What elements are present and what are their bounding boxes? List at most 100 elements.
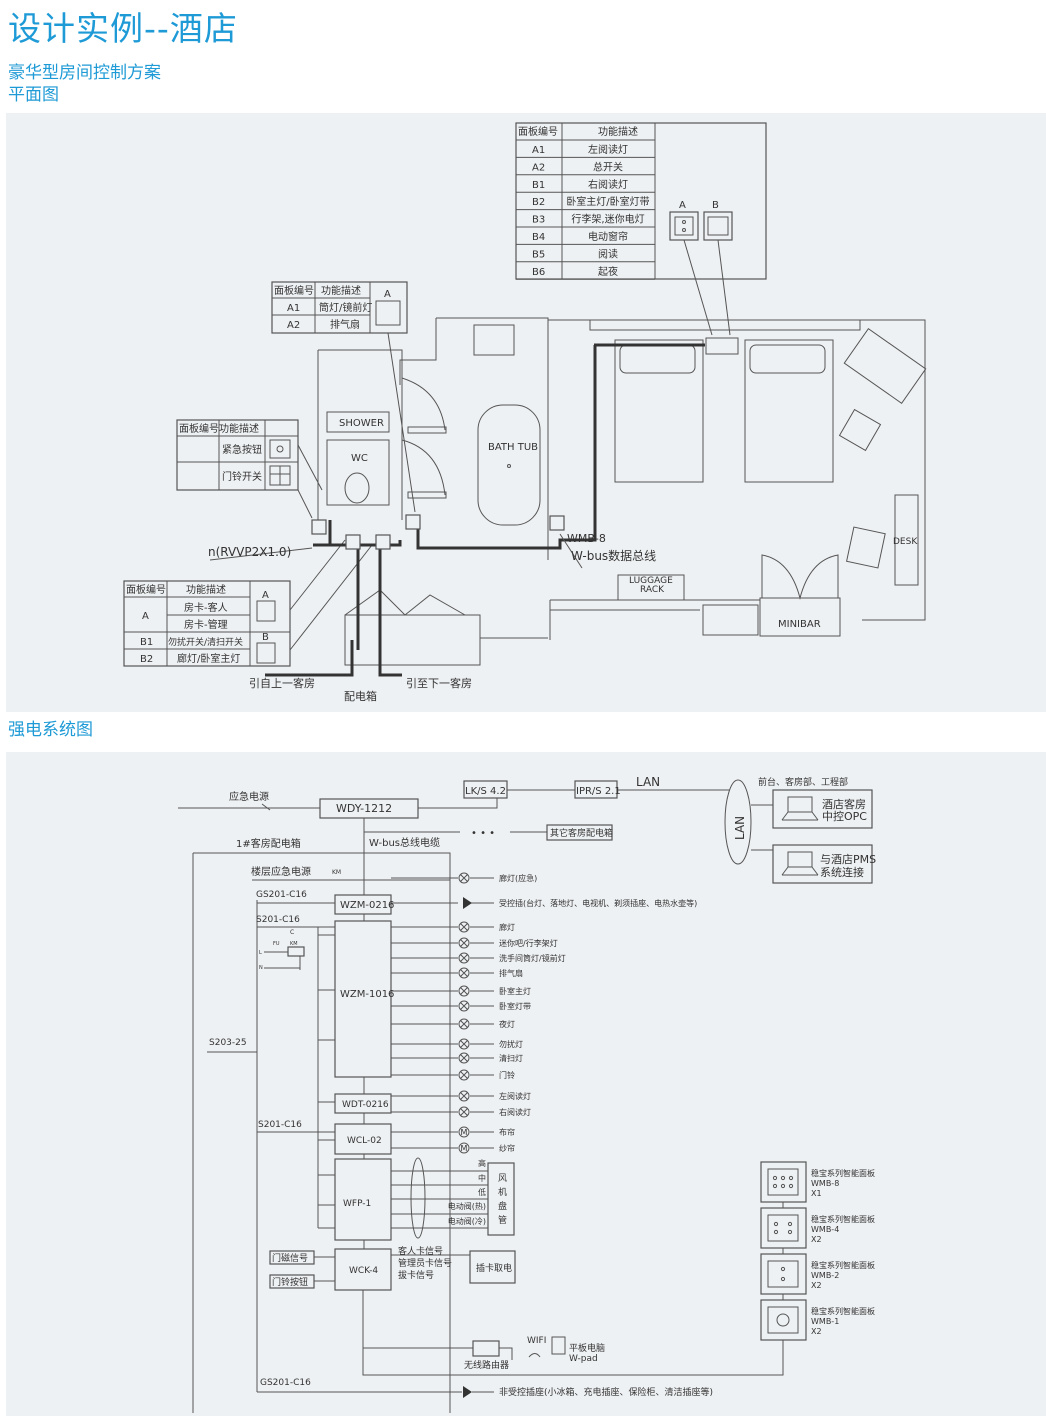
cell-function: 行李架,迷你电灯	[571, 213, 644, 226]
lamp-icon	[458, 921, 470, 933]
load-label: 左阅读灯	[499, 1091, 531, 1101]
module-lks: LK/S 4.2	[465, 786, 506, 797]
admin-card-signal: 管理员卡信号	[398, 1257, 452, 1269]
cell: 门铃开关	[222, 470, 262, 483]
load-label: 布帘	[499, 1127, 515, 1137]
load-label: 排气扇	[499, 968, 523, 978]
panel-dot	[780, 1175, 786, 1181]
cable-label: n(RVVP2X1.0)	[208, 545, 291, 559]
panel-model: WMB-2	[811, 1271, 839, 1280]
motor-icon	[458, 1126, 470, 1138]
wifi-label: WIFI	[527, 1336, 546, 1346]
panel-qty: X2	[811, 1281, 822, 1290]
header-panel-no: 面板编号	[126, 583, 166, 596]
cell: B1	[140, 637, 153, 648]
module-wdt-0216: WDT-0216	[342, 1100, 389, 1110]
subtitle-floorplan: 平面图	[8, 85, 59, 105]
module-wdy-1212: WDY-1212	[336, 802, 392, 815]
km2-label: KM	[290, 941, 298, 947]
breaker-s201-1: S201-C16	[256, 915, 300, 925]
panel-a-label: A	[679, 200, 686, 211]
load-label: 右阅读灯	[499, 1107, 531, 1117]
load-label: 勿扰灯	[499, 1039, 523, 1049]
panel-a-label: A	[384, 289, 391, 300]
cell-function: 卧室主灯/卧室灯带	[566, 195, 649, 208]
emergency-power-label: 应急电源	[229, 790, 269, 803]
panel-wmb-2-icon	[767, 1260, 799, 1288]
shower-label: SHOWER	[339, 418, 384, 429]
motor-icon	[458, 1142, 470, 1154]
cell-panel-no: B1	[532, 180, 545, 191]
uncontrolled-socket-label: 非受控插座(小冰箱、充电插座、保险柜、清洁插座等)	[499, 1386, 713, 1398]
panel-dot	[787, 1221, 793, 1227]
lamp-icon	[458, 967, 470, 979]
panel-a-label: A	[262, 590, 269, 601]
wmb8-label: WMB-8	[567, 532, 606, 545]
lamp-cross	[460, 1108, 468, 1116]
lamp-icon	[458, 1000, 470, 1012]
router-label: 无线路由器	[464, 1359, 509, 1371]
minibar-label: MINIBAR	[778, 619, 821, 630]
motor-symbol: M	[461, 1128, 468, 1137]
module-wcl-02: WCL-02	[347, 1136, 382, 1146]
lamp-cross	[460, 1040, 468, 1048]
header: 面板编号功能描述	[179, 422, 259, 435]
fan-level-label: 电动阀(冷)	[448, 1216, 486, 1226]
cell-function: 起夜	[598, 265, 618, 278]
panel-model: WMB-8	[811, 1179, 839, 1188]
breaker-gs201-2: GS201-C16	[260, 1378, 311, 1388]
load-label: 清扫灯	[499, 1053, 523, 1063]
tablet-label: 平板电脑	[569, 1342, 605, 1354]
cell-panel-no: B5	[532, 249, 545, 260]
panel-dot	[780, 1276, 786, 1282]
panel-qty: X2	[811, 1235, 822, 1244]
header-panel-no: 面板编号	[518, 125, 558, 138]
panel-dot	[773, 1229, 779, 1235]
lamp-icon	[458, 952, 470, 964]
lamp-cross	[460, 969, 468, 977]
load-label: 门铃	[499, 1070, 515, 1080]
cell: 房卡-客人	[184, 601, 228, 614]
cell-panel-no: B3	[532, 215, 545, 226]
load-label: 纱帘	[499, 1143, 515, 1153]
breaker-s201-2: S201-C16	[258, 1120, 302, 1130]
cell-panel-no: B4	[532, 232, 545, 243]
card-removal-signal: 拔卡信号	[398, 1269, 434, 1281]
module-wck-4: WCK-4	[349, 1266, 378, 1276]
room-box-label: 1#客房配电箱	[236, 837, 301, 850]
cell-panel-no: A2	[532, 162, 545, 173]
load-label: 廊灯	[499, 922, 515, 932]
cell: 排气扇	[330, 318, 360, 331]
fan-level-label: 电动阀(热)	[448, 1201, 486, 1211]
lamp-cross	[460, 954, 468, 962]
bath-panel-table: 面板编号 功能描述 A A1 筒灯/镜前灯 A2 排气扇	[271, 281, 416, 513]
fan-level-label: 高	[478, 1158, 486, 1168]
c-label: C	[290, 929, 294, 936]
fu-label: FU	[273, 941, 280, 947]
power-system-diagram: 稳宝系列智能面板WMB-8X1稳宝系列智能面板WMB-4X2稳宝系列智能面板WM…	[178, 779, 875, 1413]
load-label: 受控插(台灯、落地灯、电视机、剃须插座、电热水壶等)	[499, 898, 697, 908]
load-label: 夜灯	[499, 1019, 515, 1029]
power-system-panel	[6, 752, 1046, 1416]
fan-level-label: 低	[478, 1187, 486, 1197]
floor-emergency-label: 楼层应急电源	[251, 865, 311, 878]
km-label: KM	[332, 869, 341, 876]
cell-function: 总开关	[593, 160, 623, 173]
cell-function: 阅读	[598, 247, 618, 260]
page-title: 设计实例--酒店	[8, 9, 238, 48]
lamp-icon	[458, 985, 470, 997]
lamp-icon	[458, 1052, 470, 1064]
bathtub-label: BATH TUB	[488, 442, 538, 453]
distribution-box-label: 配电箱	[344, 689, 377, 703]
cell: 紧急按钮	[222, 443, 262, 456]
luggage-label: LUGGAGE	[629, 576, 673, 586]
card-power-box: 插卡取电	[476, 1262, 512, 1274]
wc-label: WC	[351, 453, 368, 464]
desk-label: DESK	[893, 537, 918, 547]
rack-label: RACK	[640, 585, 665, 595]
load-label: 廊灯(应急)	[499, 873, 537, 883]
door-sensor-box: 门磁信号	[272, 1252, 308, 1264]
cell-panel-no: B2	[532, 197, 545, 208]
panel-wmb-4-icon	[767, 1214, 799, 1242]
